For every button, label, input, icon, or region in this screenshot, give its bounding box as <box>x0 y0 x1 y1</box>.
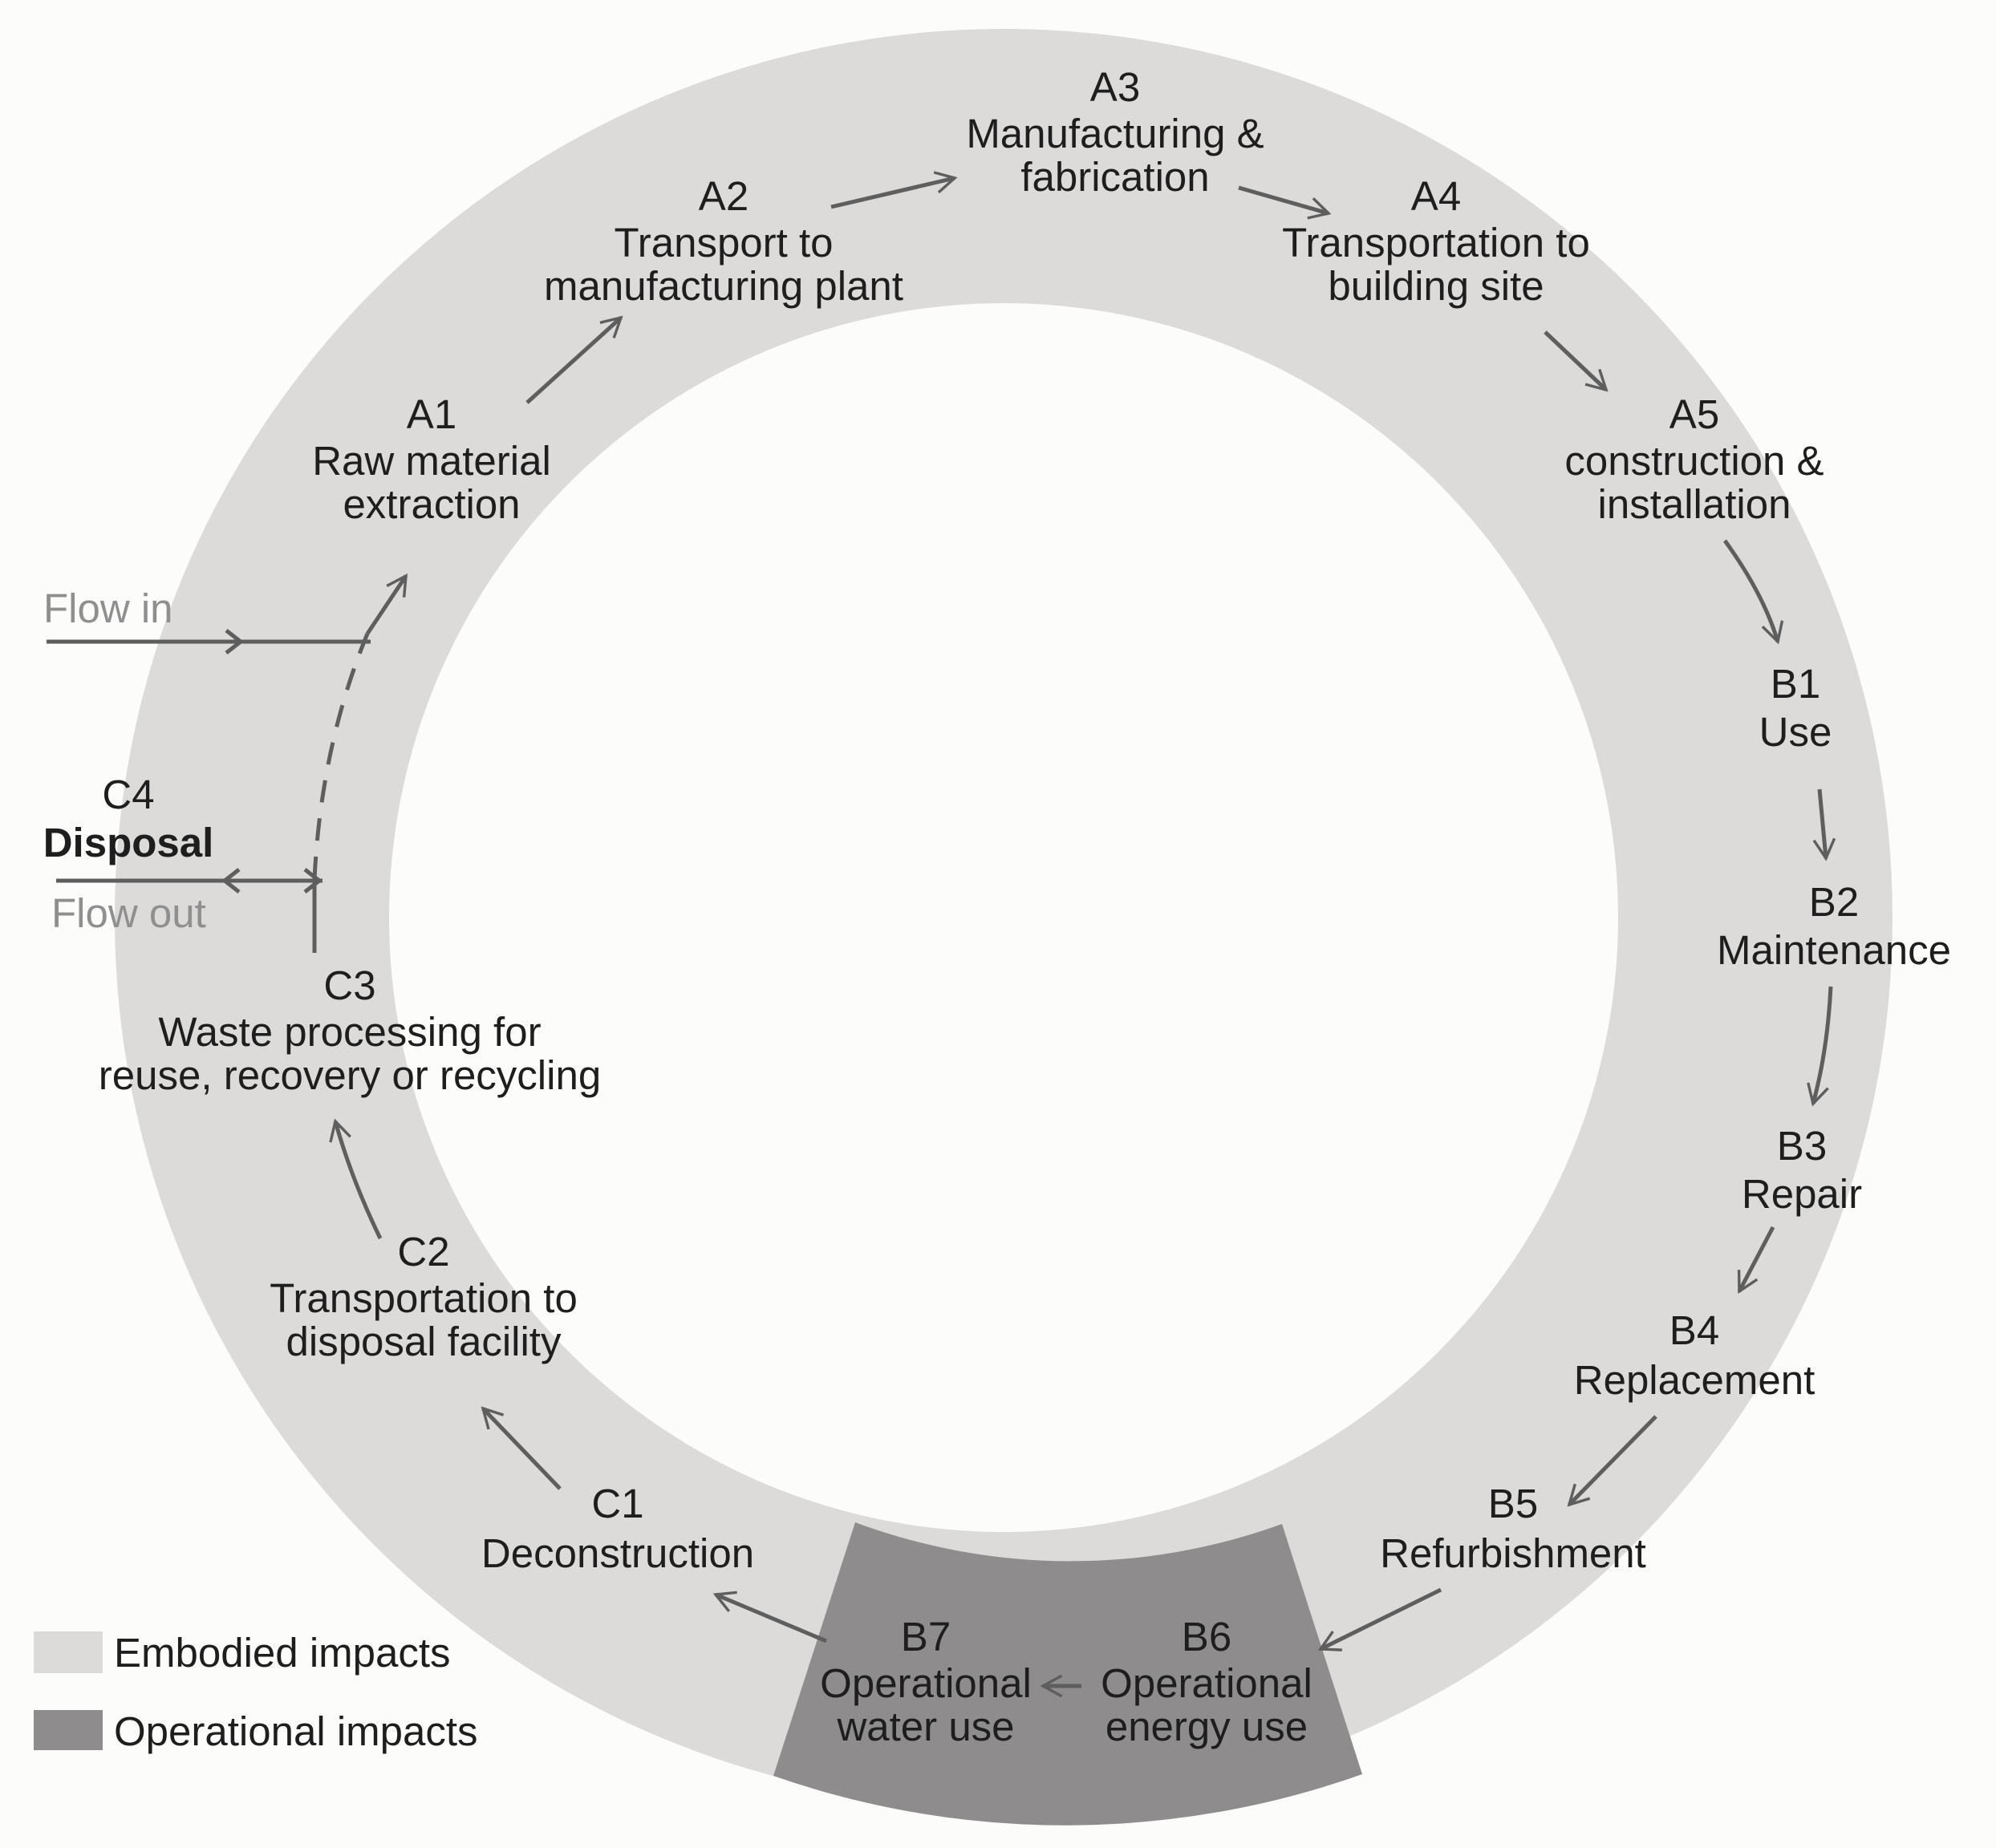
stage-b4: B4 Replacement <box>1574 1307 1815 1403</box>
legend-operational-swatch <box>34 1710 103 1750</box>
stage-b2-line1: Maintenance <box>1717 927 1951 973</box>
stage-a3-code: A3 <box>1090 64 1140 110</box>
stage-a2-line2: manufacturing plant <box>544 263 903 309</box>
arrow-a5-b1 <box>1722 539 1784 645</box>
arrow-a4-a5 <box>1544 330 1609 392</box>
legend-operational-label: Operational impacts <box>114 1708 478 1754</box>
stage-a1-code: A1 <box>407 391 456 437</box>
arrow-b5-b6 <box>1317 1587 1442 1651</box>
flow-lines <box>47 629 371 894</box>
stage-b6-line1: Operational <box>1101 1660 1312 1706</box>
stage-b6-line2: energy use <box>1106 1704 1308 1749</box>
stage-b3-line1: Repair <box>1742 1171 1862 1217</box>
arrow-b4-b5 <box>1567 1415 1657 1507</box>
stage-a3: A3 Manufacturing & fabrication <box>966 64 1264 200</box>
arrow-a3-a4 <box>1238 185 1332 220</box>
stage-b3: B3 Repair <box>1742 1123 1862 1217</box>
stage-a1: A1 Raw material extraction <box>312 391 551 527</box>
stage-a4-line1: Transportation to <box>1282 220 1590 265</box>
stage-c3: C3 Waste processing for reuse, recovery … <box>99 962 601 1098</box>
stage-b5: B5 Refurbishment <box>1380 1481 1646 1576</box>
stage-a2-line1: Transport to <box>614 220 833 265</box>
flow-in-label: Flow in <box>43 586 173 631</box>
stage-b2: B2 Maintenance <box>1717 879 1951 973</box>
stage-a4-line2: building site <box>1328 263 1544 309</box>
stage-a5-code: A5 <box>1669 391 1719 437</box>
stage-b3-code: B3 <box>1777 1123 1827 1169</box>
arrow-recycle-to-a1 <box>365 573 408 635</box>
stage-a3-line1: Manufacturing & <box>966 111 1264 156</box>
stage-b1-line1: Use <box>1759 709 1832 755</box>
operational-ring-segment <box>773 1522 1362 1826</box>
stage-c2-line1: Transportation to <box>270 1275 578 1321</box>
stage-a2-code: A2 <box>699 173 748 219</box>
stage-a1-line1: Raw material <box>312 438 551 484</box>
legend-embodied-label: Embodied impacts <box>114 1630 451 1676</box>
stage-c2: C2 Transportation to disposal facility <box>270 1229 578 1364</box>
arrow-b2-b3 <box>1807 986 1833 1107</box>
arrow-a1-a2 <box>525 315 623 404</box>
stage-b4-line1: Replacement <box>1574 1357 1815 1403</box>
legend: Embodied impacts Operational impacts <box>34 1630 478 1754</box>
stage-b4-code: B4 <box>1669 1307 1719 1353</box>
stage-b5-line1: Refurbishment <box>1380 1530 1646 1576</box>
arrow-b3-b4 <box>1737 1226 1775 1295</box>
stage-c1: C1 Deconstruction <box>481 1481 754 1576</box>
stage-arrows <box>312 171 1836 1698</box>
stage-b7-line2: water use <box>836 1704 1014 1749</box>
stage-a2: A2 Transport to manufacturing plant <box>544 173 903 309</box>
stage-a5: A5 construction & installation <box>1564 391 1824 527</box>
stage-a4: A4 Transportation to building site <box>1282 173 1590 309</box>
flow-out-arrowhead <box>221 868 241 894</box>
stage-c3-line1: Waste processing for <box>158 1009 541 1055</box>
stage-a5-line1: construction & <box>1564 438 1824 484</box>
stage-a4-code: A4 <box>1411 173 1461 219</box>
stage-b1: B1 Use <box>1759 661 1832 755</box>
stage-b2-code: B2 <box>1809 879 1859 925</box>
arrow-c2-c3 <box>329 1118 383 1240</box>
arrow-b7-c1 <box>712 1591 827 1643</box>
legend-embodied-swatch <box>34 1631 103 1673</box>
flow-out-label: Flow out <box>51 890 206 936</box>
arrow-b1-b2 <box>1812 788 1836 861</box>
stage-c3-line2: reuse, recovery or recycling <box>99 1052 601 1098</box>
arrow-c1-c2 <box>481 1406 562 1490</box>
flow-out-junction-arrowhead <box>303 868 323 894</box>
stage-b7: B7 Operational water use <box>820 1614 1032 1749</box>
stage-b6: B6 Operational energy use <box>1101 1614 1312 1749</box>
stage-a3-line2: fabrication <box>1020 154 1209 200</box>
stage-c1-line1: Deconstruction <box>481 1530 754 1576</box>
stage-c2-code: C2 <box>397 1229 449 1275</box>
stage-a5-line2: installation <box>1598 481 1791 527</box>
arrow-a2-a3 <box>830 171 958 209</box>
stage-a1-line2: extraction <box>343 481 520 527</box>
stage-c1-code: C1 <box>591 1481 643 1526</box>
stage-c3-code: C3 <box>323 962 375 1008</box>
stage-c4: C4 Disposal <box>43 772 214 865</box>
stage-b7-code: B7 <box>901 1614 951 1660</box>
stage-b5-code: B5 <box>1488 1481 1538 1526</box>
stage-c4-code: C4 <box>102 772 154 817</box>
stage-b7-line1: Operational <box>820 1660 1032 1706</box>
stage-c4-line1: Disposal <box>43 820 214 865</box>
arrow-recycle-dashed <box>312 633 370 880</box>
stage-b1-code: B1 <box>1771 661 1820 707</box>
embodied-ring <box>115 29 1893 1806</box>
stage-b6-code: B6 <box>1182 1614 1231 1660</box>
flow-in-arrowhead <box>225 629 245 654</box>
stage-c2-line2: disposal facility <box>286 1319 562 1364</box>
